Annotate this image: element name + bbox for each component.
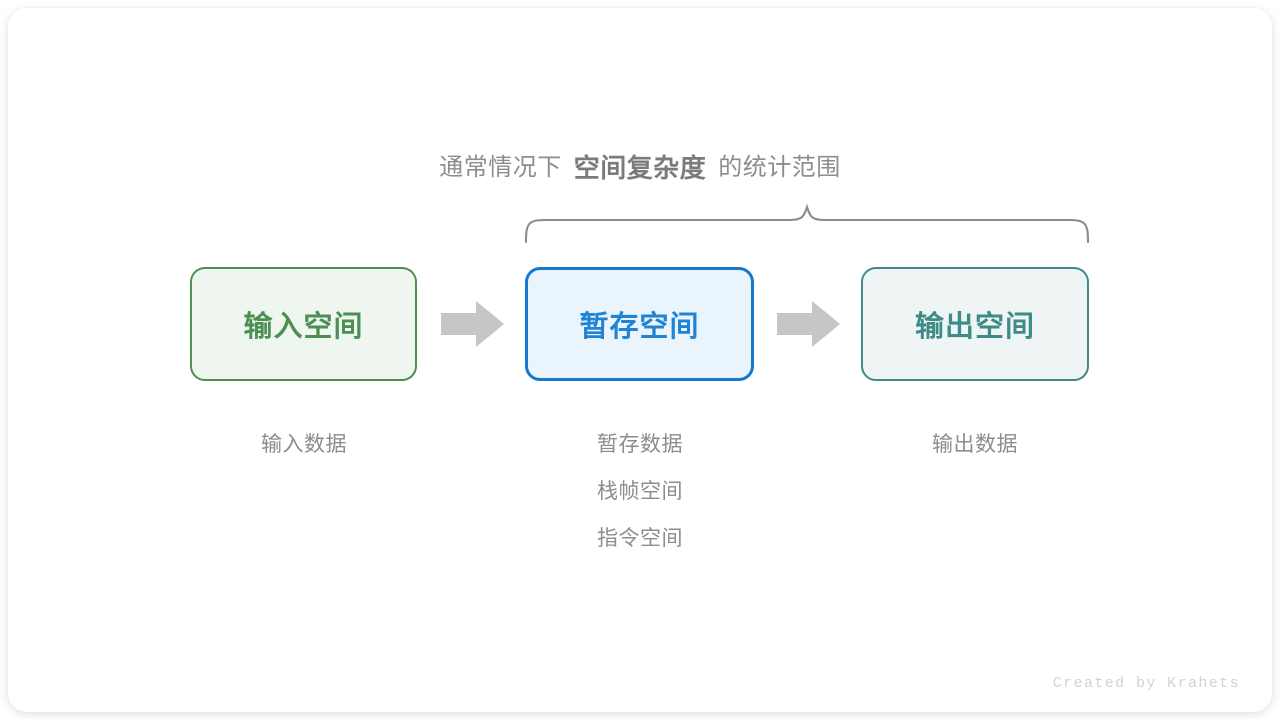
column-captions-temp: 暂存数据 栈帧空间 指令空间 xyxy=(490,421,790,562)
caption-item: 指令空间 xyxy=(597,527,683,550)
box-output-space-label: 输出空间 xyxy=(914,311,1035,343)
curly-brace xyxy=(524,203,1090,244)
caption-item: 输出数据 xyxy=(932,433,1018,456)
caption-prefix: 通常情况下 xyxy=(439,153,562,181)
flow-arrow-icon xyxy=(441,301,504,347)
column-captions-input: 输入数据 xyxy=(154,421,454,468)
caption-item: 栈帧空间 xyxy=(597,480,683,503)
box-input-space-label: 输入空间 xyxy=(243,311,364,343)
flow-arrow-icon xyxy=(777,301,840,347)
caption-item: 暂存数据 xyxy=(597,433,683,456)
box-input-space[interactable]: 输入空间 xyxy=(190,267,417,381)
caption-suffix: 的统计范围 xyxy=(718,153,841,181)
caption-emphasis: 空间复杂度 xyxy=(573,152,707,183)
box-output-space[interactable]: 输出空间 xyxy=(861,267,1089,381)
credit-text: Created by Krahets xyxy=(1052,675,1240,692)
column-captions-output: 输出数据 xyxy=(825,421,1125,468)
box-temp-space[interactable]: 暂存空间 xyxy=(525,267,754,381)
caption-item: 输入数据 xyxy=(261,433,347,456)
box-temp-space-label: 暂存空间 xyxy=(579,311,700,343)
brace-caption: 通常情况下空间复杂度的统计范围 xyxy=(0,150,1280,185)
